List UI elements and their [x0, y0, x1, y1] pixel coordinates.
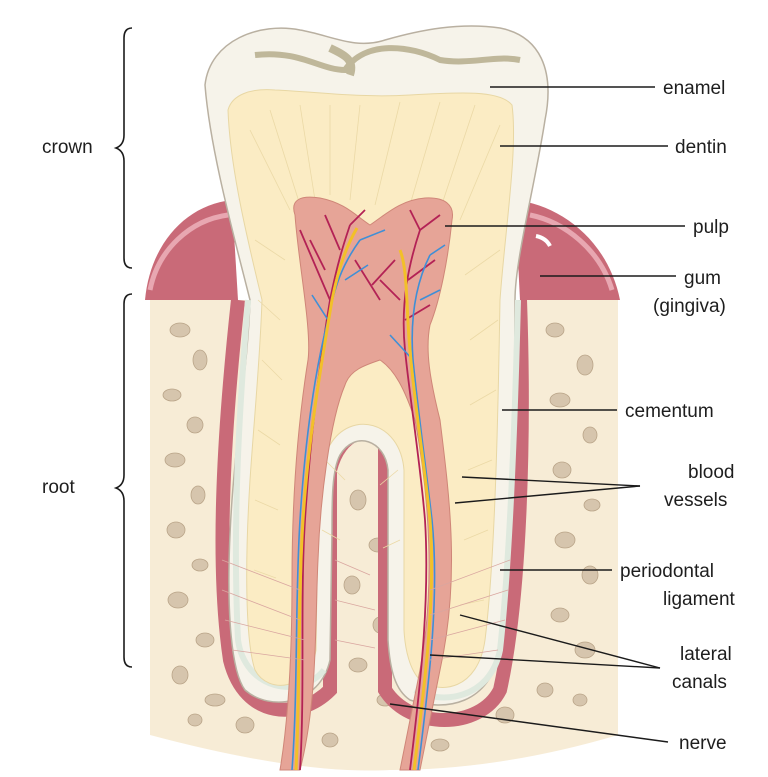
label-gingiva: (gingiva) — [653, 296, 726, 317]
label-lateral: lateral — [680, 644, 732, 665]
label-dentin: dentin — [675, 137, 727, 158]
label-ligament: ligament — [663, 589, 736, 610]
leader-lines — [389, 86, 685, 743]
root-brace — [113, 293, 133, 668]
leader-nerve — [389, 703, 669, 743]
label-crown: crown — [42, 137, 93, 158]
label-periodontal: periodontal — [620, 561, 714, 582]
label-canals: canals — [672, 672, 727, 693]
label-vessels: vessels — [664, 490, 727, 511]
label-blood: blood — [688, 462, 735, 483]
leader-lateral-2 — [429, 654, 661, 669]
label-cementum: cementum — [625, 401, 714, 422]
label-pulp: pulp — [693, 217, 729, 238]
label-root: root — [42, 477, 75, 498]
leader-blood-1 — [461, 476, 641, 487]
crown-brace — [113, 27, 133, 269]
label-nerve: nerve — [679, 733, 727, 754]
leader-blood-2 — [454, 485, 641, 504]
label-enamel: enamel — [663, 78, 725, 99]
leader-lateral-1 — [459, 614, 661, 669]
label-gum: gum — [684, 268, 721, 289]
tooth — [204, 25, 549, 771]
